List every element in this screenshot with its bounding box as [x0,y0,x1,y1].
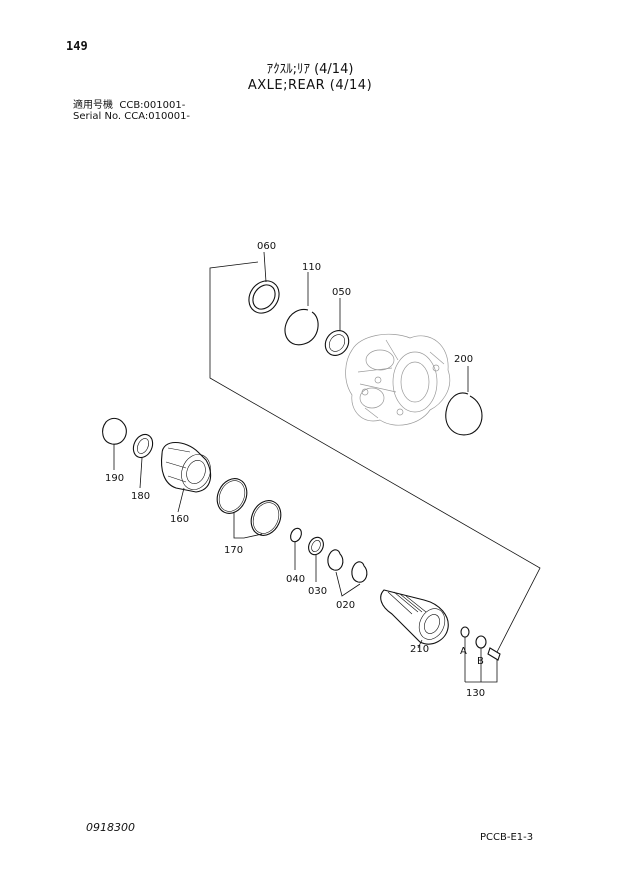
part-160-carrier [160,441,212,513]
serial-range-japanese: 適用号機 CCB:001001- [73,100,186,111]
callout-b: B [477,656,484,667]
callout-200: 200 [454,354,473,365]
callout-210: 210 [410,644,429,655]
part-210-shaft [380,589,449,649]
part-190-snap-ring [102,417,127,470]
page-code: PCCB-E1-3 [480,832,534,843]
callout-020: 020 [336,600,355,611]
part-040-ring [290,527,302,570]
part-180-ring [132,433,154,489]
callout-110: 110 [302,262,321,273]
callout-030: 030 [308,586,327,597]
document-code: 0918300 [86,821,135,834]
callout-190: 190 [105,473,124,484]
callout-170: 170 [224,545,243,556]
part-110-snap-ring [284,272,319,346]
part-050-ring [324,298,350,356]
part-200-snap-ring [445,366,483,436]
callout-050: 050 [332,287,351,298]
part-060-ring [248,251,280,314]
serial-range-english: Serial No. CCA:010001- [73,111,191,122]
page-number: 149 [66,39,88,53]
callout-180: 180 [131,491,150,502]
callout-040: 040 [286,574,305,585]
assembly-frame-lines [209,261,541,653]
callout-130: 130 [466,688,485,699]
part-170-o-rings [216,478,282,539]
part-020-rings [327,549,368,597]
part-030-ring [308,536,324,582]
callout-060: 060 [257,241,276,252]
axle-housing-ghost [345,333,450,426]
title-english: AXLE;REAR (4/14) [247,78,373,93]
callout-a: A [460,646,467,657]
title-japanese: ｱｸｽﾙ;ﾘｱ (4/14) [266,62,354,77]
part-130-bolt-set [460,626,501,683]
callout-160: 160 [170,514,189,525]
